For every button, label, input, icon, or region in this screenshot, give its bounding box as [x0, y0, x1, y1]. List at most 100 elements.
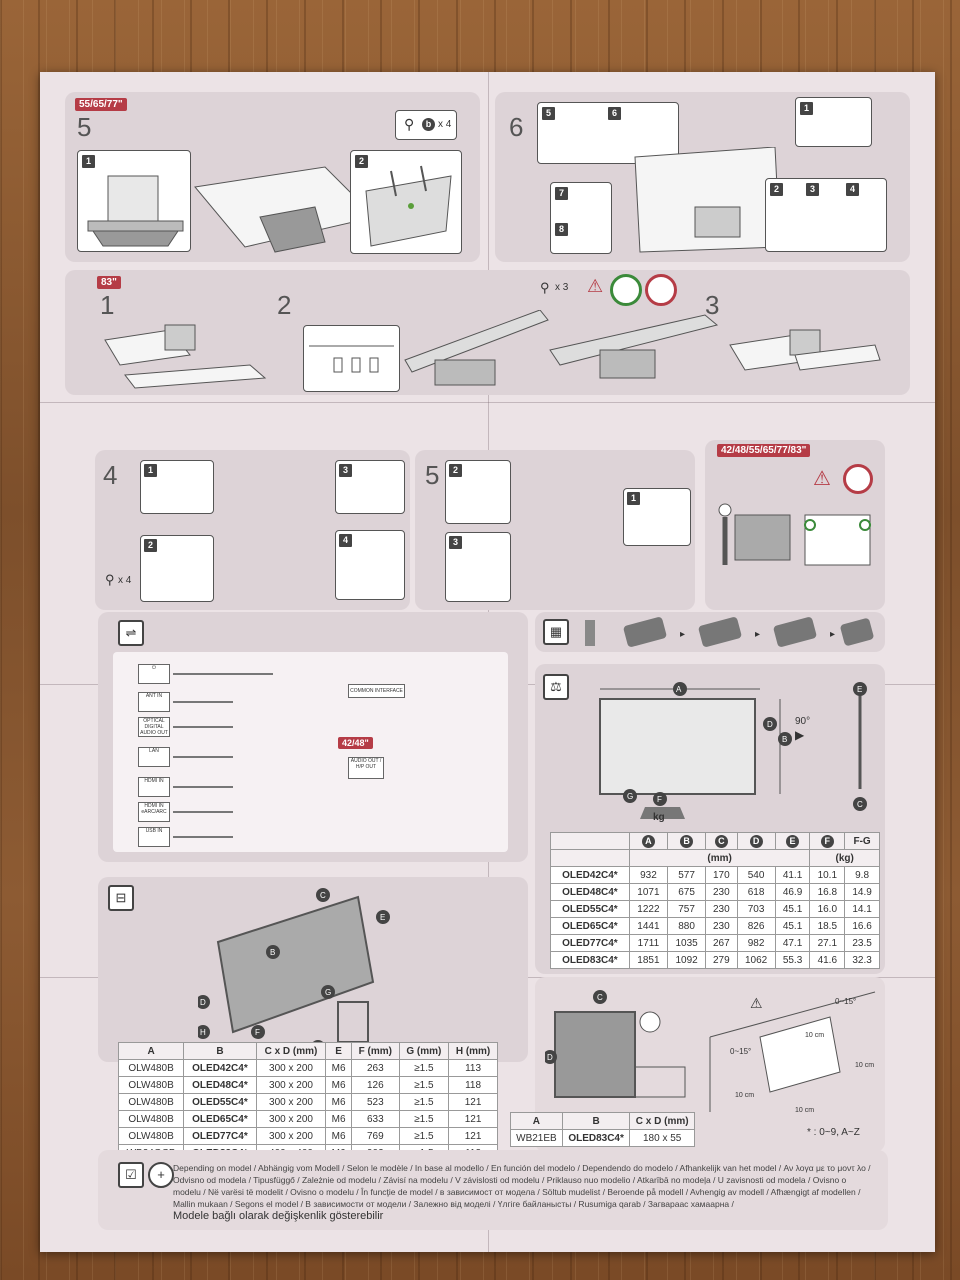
cable-line	[173, 701, 233, 703]
wall-cell: 633	[351, 1110, 400, 1128]
dims-cell: 16.0	[809, 900, 846, 918]
dims-model: OLED48C4*	[550, 883, 630, 901]
wall-mount-icon: ⊟	[108, 885, 134, 911]
wall-cell: ≥1.5	[398, 1059, 450, 1077]
svg-text:G: G	[627, 792, 633, 801]
wall-cell: M6	[325, 1110, 352, 1128]
dims-cell: 1851	[628, 951, 669, 969]
svg-text:▸: ▸	[755, 629, 760, 640]
plus-icon: +	[148, 1162, 174, 1188]
dims-header-model	[550, 832, 630, 850]
dims-header-letters: A B C D E F F-G	[550, 832, 880, 850]
tv-stand-mount-illustration	[404, 310, 549, 386]
dims-cell: 14.1	[844, 900, 880, 918]
dims-header: F-G	[844, 832, 880, 850]
wall-cell: 300 x 200	[255, 1110, 327, 1128]
detail-number: 2	[144, 539, 157, 552]
dims-cell: 540	[736, 866, 776, 884]
screw-holes-illustration	[309, 345, 394, 373]
detail-number: 3	[806, 183, 819, 196]
wall-cell: ≥1.5	[398, 1076, 450, 1094]
wall-cell: M6	[325, 1093, 352, 1111]
tv-stand-illustration	[194, 166, 376, 253]
letter-d: D	[749, 834, 763, 848]
cable-line	[173, 836, 233, 838]
dims-cell: 55.3	[774, 951, 811, 969]
detail-number: 2	[355, 155, 368, 168]
dims-cell: 1441	[628, 917, 669, 935]
dims-cell: 1071	[628, 883, 669, 901]
svg-text:90°: 90°	[795, 716, 810, 727]
dims-header: A	[628, 832, 669, 850]
dims-cell: 932	[628, 866, 669, 884]
dims-model: OLED65C4*	[550, 917, 630, 935]
wall-cell: ≥1.5	[398, 1127, 450, 1145]
wall-cell: ≥1.5	[398, 1093, 450, 1111]
wall-bracket-illustration: C D	[545, 990, 686, 1098]
detail-1: 1	[795, 97, 872, 147]
dims-model: OLED42C4*	[550, 866, 630, 884]
cable-line	[173, 811, 233, 813]
hdmi-earc-port: HDMI IN eARC/ARC	[138, 802, 170, 822]
svg-text:C: C	[597, 993, 603, 1002]
cable-line	[173, 673, 273, 675]
dims-cell: 9.8	[844, 866, 880, 884]
usb-port: USB IN	[138, 827, 170, 847]
wall-cell: OLW480B	[117, 1093, 185, 1111]
dims-cell: 16.8	[809, 883, 846, 901]
wall-cell: OLW480B	[117, 1110, 185, 1128]
detail-4: 4	[335, 530, 405, 600]
dims-cell: 880	[666, 917, 707, 935]
dims-model: OLED83C4*	[550, 951, 630, 969]
step-number: 5	[77, 112, 92, 142]
wall-header: F (mm)	[351, 1042, 400, 1060]
detail-7-8: 7 8	[550, 182, 612, 254]
stand-detail-illustration	[87, 175, 184, 247]
dims-cell: 675	[666, 883, 707, 901]
wall-cell: OLED65C4*	[183, 1110, 257, 1128]
battery-steps-illustration: ▸ ▸ ▸	[585, 617, 874, 647]
wall2-cell: WB21EB	[510, 1129, 563, 1147]
dims-cell: 703	[736, 900, 776, 918]
weight-icon: ⚖	[543, 674, 569, 700]
svg-text:H: H	[200, 1028, 206, 1037]
dims-cell: 45.1	[774, 900, 811, 918]
wall-cell: 118	[448, 1076, 498, 1094]
detail-number: 1	[800, 102, 813, 115]
screw-callout: ⚲ b x 4	[395, 110, 457, 140]
screw-callout: ⚲ x 3	[540, 275, 580, 299]
svg-text:▶: ▶	[795, 728, 805, 742]
lifting-panel: 42/48/55/65/77/83" ⚠	[705, 440, 885, 610]
wall-clearance-panel: C D ⚠ 0~15° 0~15° 10 cm 10 cm 10 cm 10 c…	[535, 977, 885, 1152]
svg-text:F: F	[255, 1028, 260, 1037]
wall-mount-panel: ⊟ C B E D H F G A	[98, 877, 528, 1062]
optical-port: OPTICAL DIGITAL AUDIO OUT	[138, 717, 170, 737]
detail-number: 6	[608, 107, 621, 120]
dims-header: F	[809, 832, 846, 850]
letter-a: A	[641, 834, 655, 848]
tilt-top-label: 0~15°	[835, 997, 857, 1006]
weight-label: kg	[653, 812, 665, 823]
dims-cell: 32.3	[844, 951, 880, 969]
wall-cell: OLW480B	[117, 1127, 185, 1145]
tv-back-illustration	[634, 147, 781, 253]
letter-f: F	[820, 834, 834, 848]
detail-number: 8	[555, 223, 568, 236]
dims-model: OLED77C4*	[550, 934, 630, 952]
svg-text:C: C	[857, 800, 863, 809]
letter-c: C	[714, 834, 728, 848]
screw-hole-detail	[303, 325, 400, 392]
allowed-icon	[610, 274, 642, 306]
step4-panel: 4 1 2 3 4 ⚲ x 4	[95, 450, 410, 610]
svg-text:C: C	[320, 891, 326, 900]
wall-cell: OLED48C4*	[183, 1076, 257, 1094]
detail-number: 1	[144, 464, 157, 477]
